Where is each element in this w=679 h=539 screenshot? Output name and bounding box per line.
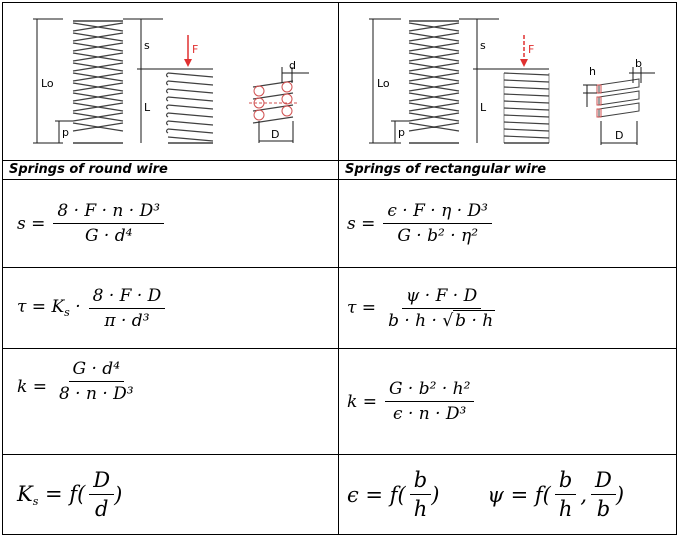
fraction: G · b² · h² ϵ · n · D³ (384, 379, 475, 424)
compressed-spring-coil (503, 72, 550, 144)
rect-wire-header: Springs of rectangular wire (345, 162, 547, 177)
free-spring-coil (408, 20, 460, 144)
round-factor-formula: Ks = f( D d ) (17, 468, 123, 521)
row-divider (3, 179, 676, 180)
fraction: 8 · F · D π · d³ (88, 286, 166, 331)
rectangular-wire-figure: Lo p s L F (339, 3, 676, 160)
rect-spring-diagram: Lo p s L F (369, 18, 655, 145)
wire-width-label: b (635, 57, 642, 70)
row-divider (3, 348, 676, 349)
round-wire-header: Springs of round wire (9, 162, 168, 177)
fraction: G · d⁴ 8 · n · D³ (58, 359, 134, 404)
l0-label: Lo (377, 77, 390, 90)
coil-diameter-label: D (271, 128, 279, 141)
wire-height-label: h (589, 65, 596, 78)
fraction: 8 · F · n · D³ G · d⁴ (53, 201, 165, 246)
rect-stiffness-formula: k = G · b² · h² ϵ · n · D³ (347, 349, 675, 454)
pitch-label: p (62, 126, 69, 139)
rect-stress-formula: τ = ψ · F · D b · h · √b · h (347, 268, 675, 348)
deflection-label: s (480, 39, 486, 52)
rect-factor-formulas: ϵ = f( b h ) ψ = f( b h , D b ) (347, 468, 625, 521)
deflection-label: s (144, 39, 150, 52)
cross-section-round (249, 80, 299, 124)
column-divider (338, 3, 339, 534)
fraction: b h (409, 468, 432, 521)
length-label: L (480, 101, 487, 114)
force-label: F (528, 43, 534, 56)
round-stress-formula: τ = Ks · 8 · F · D π · d³ (17, 268, 337, 348)
row-divider (3, 454, 676, 455)
fraction: b h (554, 468, 577, 521)
free-spring-coil (72, 20, 124, 144)
fraction: D b (591, 468, 616, 521)
cross-section-rectangular (596, 78, 640, 118)
round-wire-figure: Lo p s L F (3, 3, 338, 160)
pitch-label: p (398, 126, 405, 139)
fraction: D d (89, 468, 115, 521)
compressed-spring-coil (165, 72, 214, 144)
length-label: L (144, 101, 151, 114)
round-deflection-formula: s = 8 · F · n · D³ G · d⁴ (17, 180, 337, 267)
round-spring-diagram: Lo p s L F (33, 18, 309, 144)
rect-deflection-formula: s = ϵ · F · η · D³ G · b² · η² (347, 180, 675, 267)
round-stiffness-formula: k = G · d⁴ 8 · n · D³ (17, 349, 337, 454)
row-divider (3, 160, 676, 161)
coil-diameter-label: D (615, 129, 623, 142)
row-divider (3, 267, 676, 268)
wire-diameter-label: d (289, 59, 296, 72)
fraction: ψ · F · D b · h · √b · h (388, 285, 496, 331)
fraction: ϵ · F · η · D³ G · b² · η² (383, 201, 492, 246)
sqrt-icon: √ (442, 310, 454, 331)
force-label: F (192, 43, 198, 56)
l0-label: Lo (41, 77, 54, 90)
